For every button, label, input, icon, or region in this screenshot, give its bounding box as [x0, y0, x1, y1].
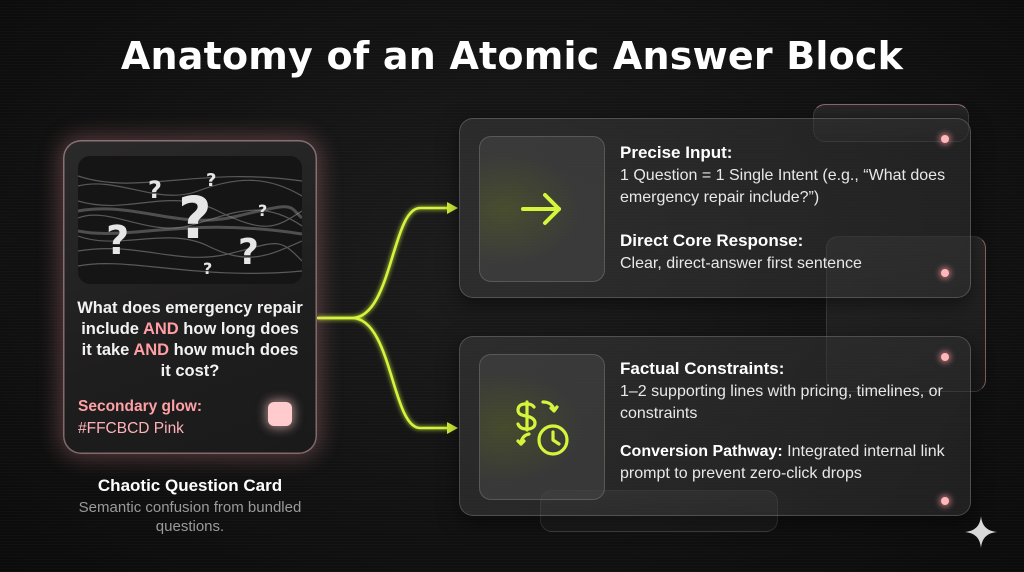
pink-color-swatch — [268, 402, 292, 426]
factual-constraints-panel: Factual Constraints: 1–2 supporting line… — [459, 336, 971, 516]
svg-text:?: ? — [178, 184, 212, 252]
direct-core-response-body: Clear, direct-answer first sentence — [620, 255, 862, 272]
conversion-pathway-block: Conversion Pathway: Integrated internal … — [620, 441, 950, 485]
dollar-clock-icon — [516, 400, 569, 456]
bundled-question-text: What does emergency repair include AND h… — [75, 298, 305, 382]
conversion-pathway-body: Integrated internal link prompt to preve… — [620, 443, 945, 482]
question-marks-icon: ? ? ? ? ? ? ? — [78, 170, 302, 278]
question-part1: What does emergency repair include — [77, 299, 303, 338]
precise-input-title: Precise Input: — [620, 143, 733, 162]
svg-text:?: ? — [238, 232, 259, 273]
svg-text:?: ? — [258, 201, 267, 220]
dollar-clock-icon-box — [479, 354, 605, 500]
pink-dot-2 — [941, 269, 949, 277]
precise-input-body: 1 Question = 1 Single Intent (e.g., “Wha… — [620, 167, 946, 206]
svg-text:?: ? — [203, 259, 212, 278]
and-highlight-1: AND — [142, 320, 179, 338]
svg-text:?: ? — [106, 218, 129, 264]
svg-text:?: ? — [148, 176, 162, 204]
question-part2: how long does it take — [81, 320, 299, 359]
card-caption-title: Chaotic Question Card — [97, 476, 283, 495]
secondary-glow-value: #FFCBCD Pink — [78, 420, 184, 437]
question-marks-image: ? ? ? ? ? ? ? — [78, 156, 302, 284]
arrow-icon-box — [479, 136, 605, 282]
chaotic-question-card: ? ? ? ? ? ? ? What does emergency repair… — [63, 140, 317, 454]
pink-dot-3 — [941, 353, 949, 361]
conversion-pathway-title: Conversion Pathway: — [620, 443, 783, 460]
page-title: Anatomy of an Atomic Answer Block — [120, 34, 904, 78]
svg-text:?: ? — [206, 170, 216, 191]
question-part3: how much does it cost? — [160, 341, 299, 380]
pink-dot-4 — [941, 497, 949, 505]
direct-core-response-title: Direct Core Response: — [620, 231, 804, 250]
arrowhead-top — [447, 202, 458, 214]
card-caption-subtitle: Semantic confusion from bundled question… — [78, 499, 302, 535]
factual-constraints-body: 1–2 supporting lines with pricing, timel… — [620, 383, 943, 422]
factual-constraints-title: Factual Constraints: — [620, 359, 785, 378]
arrowhead-bottom — [447, 422, 458, 434]
precise-input-panel: Precise Input: 1 Question = 1 Single Int… — [459, 118, 971, 298]
sparkle-icon — [965, 516, 997, 548]
and-highlight-2: AND — [133, 341, 170, 359]
secondary-glow-label: Secondary glow: — [78, 398, 203, 415]
arrow-right-icon — [521, 193, 561, 225]
pink-dot-1 — [941, 135, 949, 143]
